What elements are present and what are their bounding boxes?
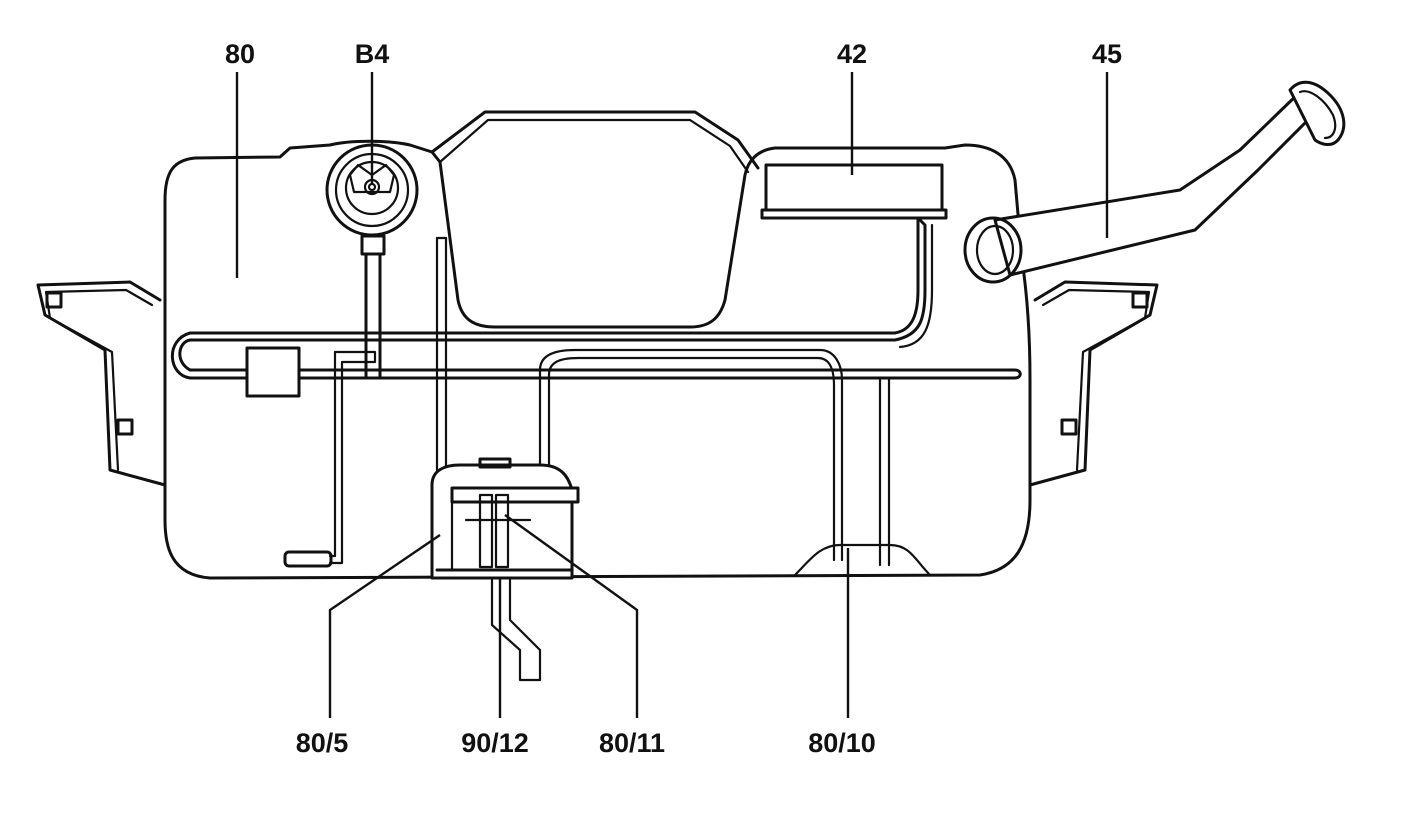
label-line-8010: 80/10 [808,728,876,758]
return-line [538,348,891,567]
label-line-9012: 90/12 [461,728,529,758]
label-pump-module: 80/5 [296,728,349,758]
label-canister: 42 [837,39,867,69]
vent-line-left [283,350,377,568]
filler-neck [963,80,1346,284]
fuel-tank-body [163,139,1032,580]
label-sender: B4 [355,39,390,69]
label-filler-neck: 45 [1092,39,1122,69]
right-mounting-bracket [1028,280,1159,487]
fuel-pump-module [430,457,580,580]
vertical-vent-line [435,236,448,472]
tank-sump [793,543,932,577]
label-tank: 80 [225,39,255,69]
valve-block [245,346,301,398]
supply-line [490,578,542,682]
left-mounting-bracket [36,280,167,487]
tank-hump-rim [430,110,760,170]
charcoal-canister [170,163,1022,380]
leader-lines [235,72,1109,718]
label-line-8011: 80/11 [599,728,665,758]
